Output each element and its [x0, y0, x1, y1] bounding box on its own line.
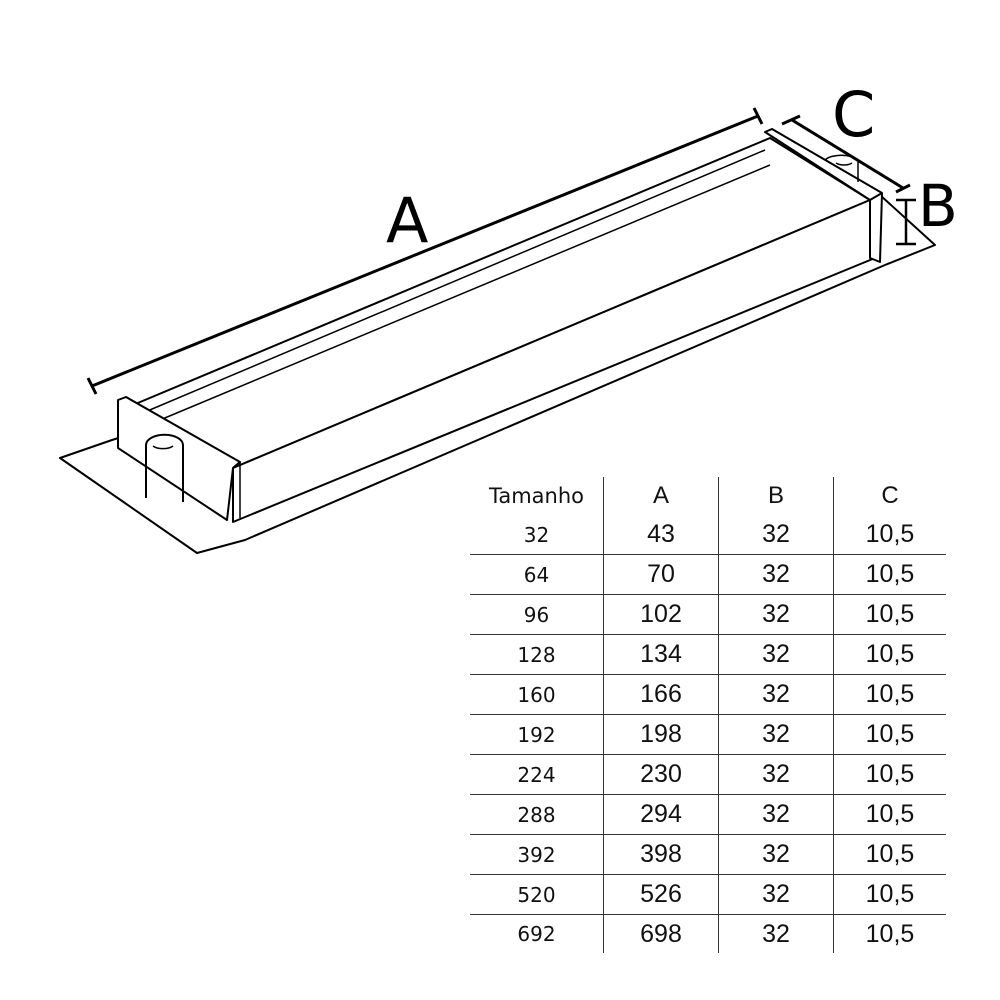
table-cell: 692	[470, 914, 604, 953]
table-cell: 32	[718, 914, 834, 953]
table-cell: 10,5	[833, 834, 946, 875]
dimension-c	[781, 114, 911, 194]
dimension-b	[896, 198, 916, 246]
table-cell: 698	[603, 914, 719, 953]
dimension-a	[86, 107, 764, 395]
header-a: A	[603, 477, 719, 515]
table-cell: 32	[718, 794, 834, 835]
header-c: C	[881, 482, 899, 509]
table-cell: 128	[470, 634, 604, 675]
table-cell: 10,5	[833, 714, 946, 755]
table-cell: 32	[718, 554, 834, 595]
table-cell: 224	[470, 754, 604, 795]
label-a: A	[386, 184, 428, 257]
table-cell: 398	[603, 834, 719, 875]
table-cell: 294	[603, 794, 719, 835]
table-cell: 32	[718, 874, 834, 915]
header-tamanho: Tamanho	[470, 477, 604, 515]
left-pin	[145, 433, 184, 502]
table-cell: 230	[603, 754, 719, 795]
table-header-row: Tamanho A B C	[470, 477, 946, 515]
table-cell: 10,5	[833, 515, 946, 555]
table-cell: 10,5	[833, 594, 946, 635]
table-cell: 166	[603, 674, 719, 715]
table-cell: 392	[470, 834, 604, 875]
table-cell: 10,5	[833, 754, 946, 795]
header-b: B	[718, 477, 834, 515]
table-cell: 526	[603, 874, 719, 915]
table-cell: 32	[718, 515, 834, 555]
label-b: B	[918, 172, 958, 240]
table-cell: 10,5	[865, 919, 915, 948]
table-cell: 10,5	[833, 554, 946, 595]
table-cell: 64	[470, 554, 604, 595]
table-cell: 520	[470, 874, 604, 915]
table-cell: 10,5	[833, 634, 946, 675]
table-cell: 10,5	[833, 794, 946, 835]
table-cell: 32	[718, 634, 834, 675]
table-cell: 32	[718, 834, 834, 875]
table-cell: 96	[470, 594, 604, 635]
table-cell: 32	[718, 714, 834, 755]
table-cell: 134	[603, 634, 719, 675]
table-cell: 43	[603, 515, 719, 555]
table-cell: 32	[470, 515, 604, 555]
table-cell: 198	[603, 714, 719, 755]
label-c: C	[832, 78, 875, 151]
table-cell: 32	[718, 674, 834, 715]
table-cell: 32	[718, 594, 834, 635]
table-cell: 70	[603, 554, 719, 595]
table-cell: 160	[470, 674, 604, 715]
table-cell: 32	[718, 754, 834, 795]
table-cell: 102	[603, 594, 719, 635]
table-cell: 10,5	[833, 674, 946, 715]
table-cell: 192	[470, 714, 604, 755]
table-cell: 288	[470, 794, 604, 835]
table-cell: 10,5	[833, 874, 946, 915]
